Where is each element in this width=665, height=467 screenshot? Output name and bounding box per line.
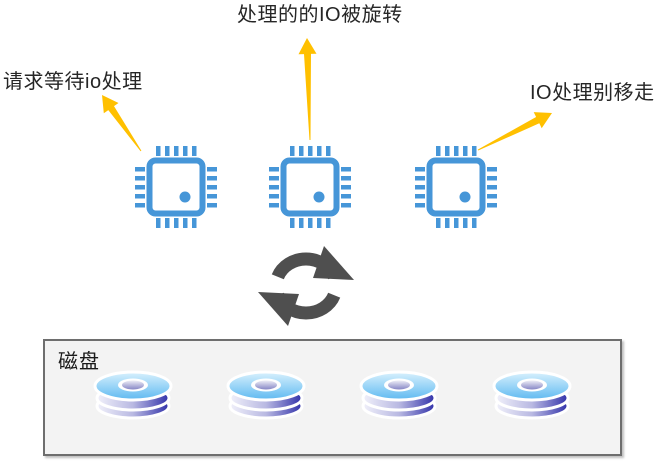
sync-arrows-icon (258, 246, 354, 326)
arrow-to-right-label (477, 112, 552, 151)
label-io-moved-away: IO处理别移走 (530, 82, 655, 104)
arrow-to-top-label (298, 38, 317, 140)
cpu-chip-icon (135, 146, 217, 228)
disk-stack-icon (354, 367, 444, 421)
disk-stack-icon (487, 367, 577, 421)
disk-row (45, 367, 620, 421)
disk-stack-icon (88, 367, 178, 421)
disk-stack-icon (221, 367, 311, 421)
cpu-chip-icon (415, 146, 497, 228)
disk-box: 磁盘 (43, 339, 622, 456)
label-io-rotated: 处理的的IO被旋转 (237, 4, 403, 26)
disk-box-title: 磁盘 (58, 351, 100, 373)
label-request-waiting-io: 请求等待io处理 (3, 71, 143, 93)
cpu-chip-icon (269, 146, 351, 228)
arrow-to-left-label (102, 95, 142, 152)
